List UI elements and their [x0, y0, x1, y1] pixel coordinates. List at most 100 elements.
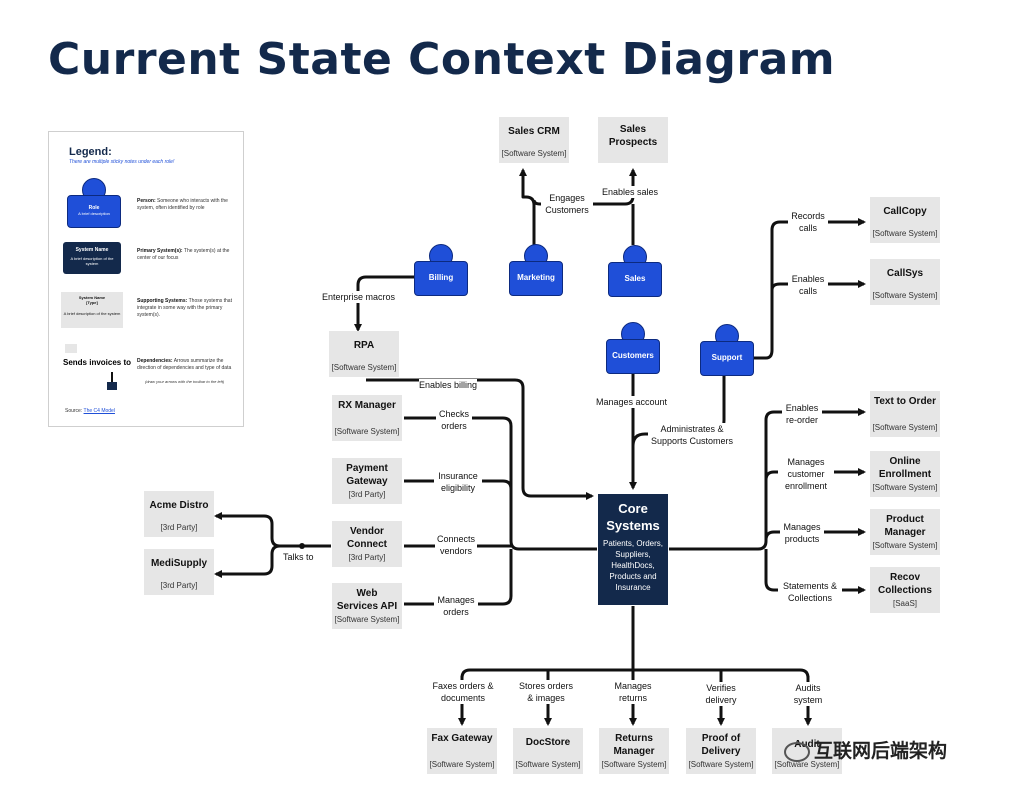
- wechat-icon: [784, 741, 810, 762]
- edge-to-medisupply: [214, 544, 281, 578]
- system-medisupply[interactable]: MediSupply [3rd Party]: [144, 549, 214, 595]
- system-type: [Software System]: [501, 149, 567, 158]
- edge-label-verifies-delivery: Verifies delivery: [700, 682, 742, 706]
- system-text-to-order[interactable]: Text to Order [Software System]: [870, 391, 940, 437]
- system-docstore[interactable]: DocStore [Software System]: [513, 728, 583, 774]
- edge-label-enables-billing: Enables billing: [419, 379, 478, 391]
- system-name: Online Enrollment: [878, 456, 932, 480]
- edge-label-enables-sales: Enables sales: [602, 186, 659, 198]
- legend-person-sample: Role A brief description: [67, 178, 121, 228]
- person-sales[interactable]: Sales: [608, 245, 662, 297]
- system-type: [3rd Party]: [348, 490, 386, 499]
- legend-supporting-type: [Type]: [86, 300, 98, 305]
- legend-primary-desc: A brief description of the system: [70, 256, 114, 266]
- system-rpa[interactable]: RPA [Software System]: [329, 331, 399, 377]
- core-systems-description: Patients, Orders, Suppliers, HealthDocs,…: [602, 539, 664, 592]
- legend-dep-label: Sends invoices to: [63, 358, 132, 367]
- edge-label-enables-calls: Enables calls: [788, 273, 828, 297]
- legend-person-text: Person: Someone who interacts with the s…: [137, 198, 228, 211]
- junction-dot: [299, 543, 305, 549]
- edge-to-product: [764, 528, 866, 541]
- system-name: MediSupply: [150, 558, 208, 569]
- legend-person-name: Role: [88, 205, 100, 211]
- person-support[interactable]: Support: [700, 324, 754, 376]
- legend-supporting-sample: System Name [Type] A brief description o…: [61, 292, 123, 328]
- system-name: Sales Prospects: [608, 124, 658, 148]
- person-support-label: Support: [700, 341, 754, 376]
- legend-supporting-text: Supporting Systems: Those systems that i…: [137, 298, 232, 318]
- legend-primary-name: System Name: [75, 247, 109, 253]
- system-type: [Software System]: [331, 363, 397, 372]
- system-type: [3rd Party]: [160, 581, 198, 590]
- edge-label-enterprise-macros: Enterprise macros: [322, 291, 396, 303]
- edge-label-engages-customers: Engages Customers: [541, 192, 593, 216]
- edge-webservices-bus: [404, 549, 513, 606]
- system-online-enrollment[interactable]: Online Enrollment [Software System]: [870, 451, 940, 497]
- edge-to-acme: [214, 512, 281, 548]
- system-payment-gateway[interactable]: Payment Gateway [3rd Party]: [332, 458, 402, 504]
- legend-primary-sample: System Name A brief description of the s…: [63, 242, 121, 274]
- edge-payment-bus: [404, 479, 513, 490]
- system-callcopy[interactable]: CallCopy [Software System]: [870, 197, 940, 243]
- system-name: Text to Order: [873, 396, 937, 407]
- system-acme-distro[interactable]: Acme Distro [3rd Party]: [144, 491, 214, 537]
- watermark: 互联网后端架构: [784, 736, 947, 763]
- legend-source: Source: The C4 Model: [65, 408, 115, 414]
- core-systems[interactable]: Core Systems Patients, Orders, Suppliers…: [598, 494, 668, 605]
- edge-label-checks-orders: Checks orders: [436, 408, 472, 432]
- legend-subtitle: There are multiple sticky notes under ea…: [69, 159, 175, 165]
- edge-rpa-core: [366, 378, 594, 500]
- legend-person-desc: A brief description: [78, 211, 110, 216]
- system-web-services-api[interactable]: Web Services API [Software System]: [332, 583, 402, 629]
- edge-core-right: [669, 408, 866, 551]
- edge-label-manages-enrollment: Manages customer enrollment: [778, 456, 834, 492]
- edge-label-administrates-supports: Administrates & Supports Customers: [648, 423, 736, 447]
- edge-label-faxes-orders: Faxes orders & documents: [432, 680, 494, 704]
- edge-support-callsys: [770, 280, 866, 291]
- edge-label-audits-system: Audits system: [788, 682, 828, 706]
- system-returns-manager[interactable]: Returns Manager [Software System]: [599, 728, 669, 774]
- system-recov-collections[interactable]: Recov Collections [SaaS]: [870, 567, 940, 613]
- edge-label-manages-orders: Manages orders: [434, 594, 478, 618]
- system-type: [Software System]: [515, 760, 581, 769]
- system-type: [Software System]: [334, 615, 400, 624]
- system-name: CallSys: [886, 268, 924, 279]
- person-sales-label: Sales: [608, 262, 662, 297]
- system-rx-manager[interactable]: RX Manager [Software System]: [332, 395, 402, 441]
- edge-marketing-salesprospects: [532, 168, 637, 206]
- edge-label-insurance-eligibility: Insurance eligibility: [434, 470, 482, 494]
- system-type: [Software System]: [872, 229, 938, 238]
- edge-label-connects-vendors: Connects vendors: [435, 533, 477, 557]
- edge-label-stores-orders: Stores orders & images: [515, 680, 577, 704]
- person-marketing[interactable]: Marketing: [509, 244, 563, 296]
- system-proof-of-delivery[interactable]: Proof of Delivery [Software System]: [686, 728, 756, 774]
- edge-to-recov: [764, 549, 866, 594]
- system-type: [Software System]: [872, 483, 938, 492]
- person-customers[interactable]: Customers: [606, 322, 660, 374]
- system-name: Fax Gateway: [431, 733, 493, 744]
- system-type: [Software System]: [872, 291, 938, 300]
- system-type: [3rd Party]: [160, 523, 198, 532]
- person-billing[interactable]: Billing: [414, 244, 468, 296]
- page-title: Current State Context Diagram: [48, 34, 836, 85]
- system-name: RX Manager: [338, 400, 396, 411]
- legend-source-link[interactable]: The C4 Model: [83, 408, 115, 414]
- watermark-text: 互联网后端架构: [814, 741, 948, 762]
- system-sales-crm[interactable]: Sales CRM [Software System]: [499, 117, 569, 163]
- legend-supporting-desc: A brief description of the system: [63, 311, 121, 316]
- system-sales-prospects[interactable]: Sales Prospects: [598, 117, 668, 163]
- system-callsys[interactable]: CallSys [Software System]: [870, 259, 940, 305]
- system-type: [Software System]: [774, 760, 840, 769]
- edge-marketing-salescrm: [519, 168, 536, 245]
- system-name: Audit: [794, 739, 820, 750]
- system-vendor-connect[interactable]: Vendor Connect [3rd Party]: [332, 521, 402, 567]
- system-name: Product Manager: [884, 514, 926, 538]
- edge-bottom-bus: [460, 668, 810, 679]
- legend-dep-note: (draw your arrows with the toolbar to th…: [145, 379, 225, 384]
- system-product-manager[interactable]: Product Manager [Software System]: [870, 509, 940, 555]
- edge-label-talks-to: Talks to: [283, 551, 314, 563]
- system-fax-gateway[interactable]: Fax Gateway [Software System]: [427, 728, 497, 774]
- system-type: [Software System]: [334, 427, 400, 436]
- person-marketing-label: Marketing: [509, 261, 563, 296]
- legend-dep-text: Dependencies: Arrows summarize the direc…: [137, 358, 232, 371]
